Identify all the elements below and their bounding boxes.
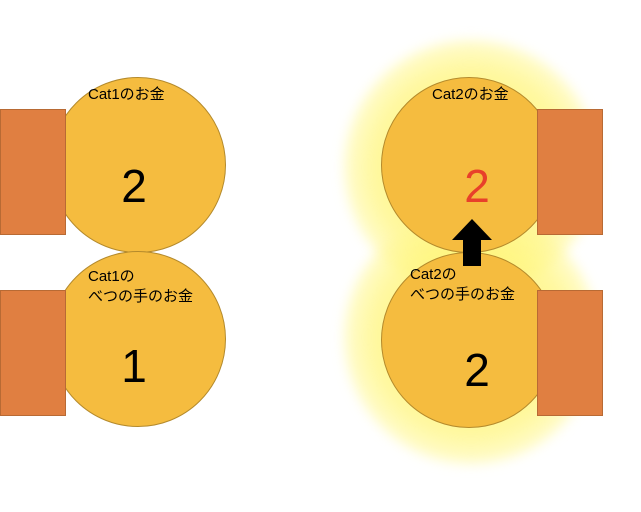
cat1-other-money-label-line2: べつの手のお金: [88, 288, 194, 305]
cat2-other-money-coin: [381, 252, 557, 428]
cat1-money-coin: [50, 77, 226, 253]
cat2-money-hand: [537, 109, 603, 235]
cat2-money-value: 2: [464, 160, 490, 212]
cat1-money-label: Cat1のお金: [88, 86, 165, 103]
cat1-other-money-hand: [0, 290, 66, 416]
cat2-other-money-value: 2: [464, 344, 490, 396]
cat1-money-hand: [0, 109, 66, 235]
cat2-money-label: Cat2のお金: [432, 86, 509, 103]
arrow-up-icon: [452, 219, 492, 266]
cat1-other-money-value: 1: [121, 340, 147, 392]
cat1-money-value: 2: [121, 160, 147, 212]
cat2-other-money-hand: [537, 290, 603, 416]
cat1-other-money-coin: [50, 251, 226, 427]
cat1-other-money-label-line1: Cat1の: [88, 268, 135, 285]
cat2-other-money-label-line1: Cat2の: [410, 266, 457, 283]
cat2-other-money-label-line2: べつの手のお金: [410, 286, 516, 303]
